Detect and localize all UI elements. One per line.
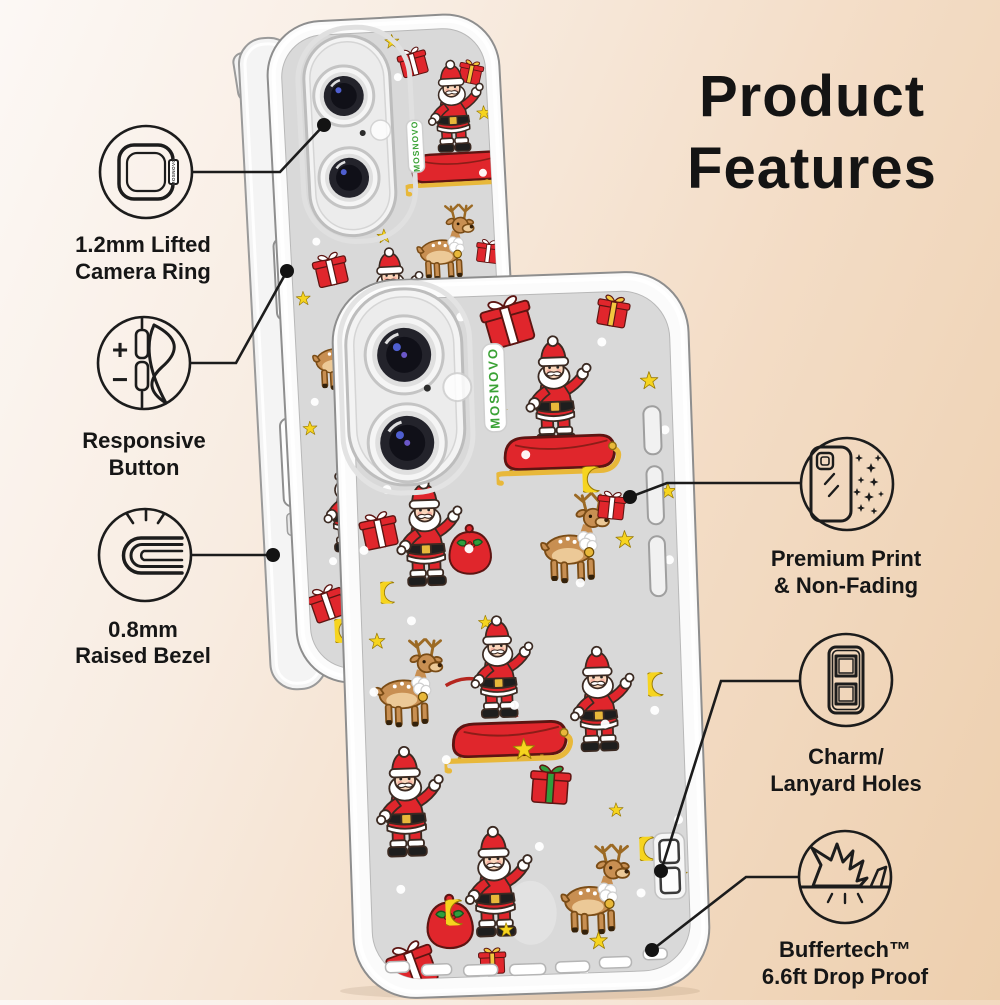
raised-bezel-icon	[121, 508, 184, 575]
camera-lens	[363, 314, 445, 396]
minus-sign: −	[112, 364, 128, 395]
brand-tab-back: MOSNOVO	[405, 119, 426, 174]
callout-lines	[190, 118, 801, 957]
callout-camera-ring: MOSNOVO	[98, 124, 194, 220]
lanyard-holes-icon	[827, 645, 865, 715]
callout-responsive-button: + −	[96, 315, 192, 411]
lanyard-holes	[652, 831, 687, 900]
brand-logo-vertical: MOSNOVO	[409, 120, 422, 172]
camera-lens	[366, 402, 448, 484]
feature-label: & Non-Fading	[774, 573, 918, 598]
flash	[442, 372, 473, 403]
mic-hole	[359, 130, 366, 137]
responsive-button-icon: + −	[112, 316, 176, 409]
camera-ring-icon: MOSNOVO	[117, 143, 179, 201]
feature-label: Camera Ring	[75, 259, 211, 284]
feature-label: 1.2mm Lifted	[75, 232, 211, 257]
sparkle-stars	[853, 454, 884, 515]
title-line-2: Features	[687, 136, 937, 201]
feature-label: Responsive	[82, 428, 206, 453]
apple-logo-watermark	[504, 880, 557, 945]
mic-hole	[423, 384, 431, 392]
camera-module-back	[302, 34, 398, 238]
feature-label: 6.6ft Drop Proof	[762, 964, 929, 989]
brand-tab-front: MOSNOVO	[481, 342, 508, 433]
front-phone-case: MOSNOVO	[331, 271, 711, 999]
drop-proof-icon	[799, 842, 891, 905]
speaker-ports	[384, 947, 668, 977]
flash	[369, 119, 392, 141]
premium-print-icon	[809, 445, 884, 523]
callout-raised-bezel	[97, 507, 193, 603]
plus-sign: +	[112, 334, 128, 365]
feature-label: Lanyard Holes	[770, 771, 922, 796]
title-line-1: Product	[699, 64, 925, 129]
camera-lens	[317, 146, 381, 210]
brand-logo-tiny: MOSNOVO	[171, 159, 176, 186]
callout-buffertech	[797, 829, 893, 925]
callout-premium-print	[799, 436, 895, 532]
brand-logo-vertical: MOSNOVO	[485, 347, 503, 429]
feature-label: Charm/	[808, 744, 884, 769]
callout-charm-lanyard	[798, 632, 894, 728]
camera-lens	[312, 64, 376, 128]
feature-label: Premium Print	[771, 546, 922, 571]
feature-label: Buffertech™	[779, 937, 911, 962]
side-buttons-front[interactable]	[642, 405, 668, 598]
feature-label: Button	[109, 455, 180, 480]
camera-module-front	[344, 287, 473, 487]
page-title: Product Features	[687, 64, 937, 201]
feature-label: 0.8mm	[108, 617, 178, 642]
feature-label: Raised Bezel	[75, 643, 211, 668]
